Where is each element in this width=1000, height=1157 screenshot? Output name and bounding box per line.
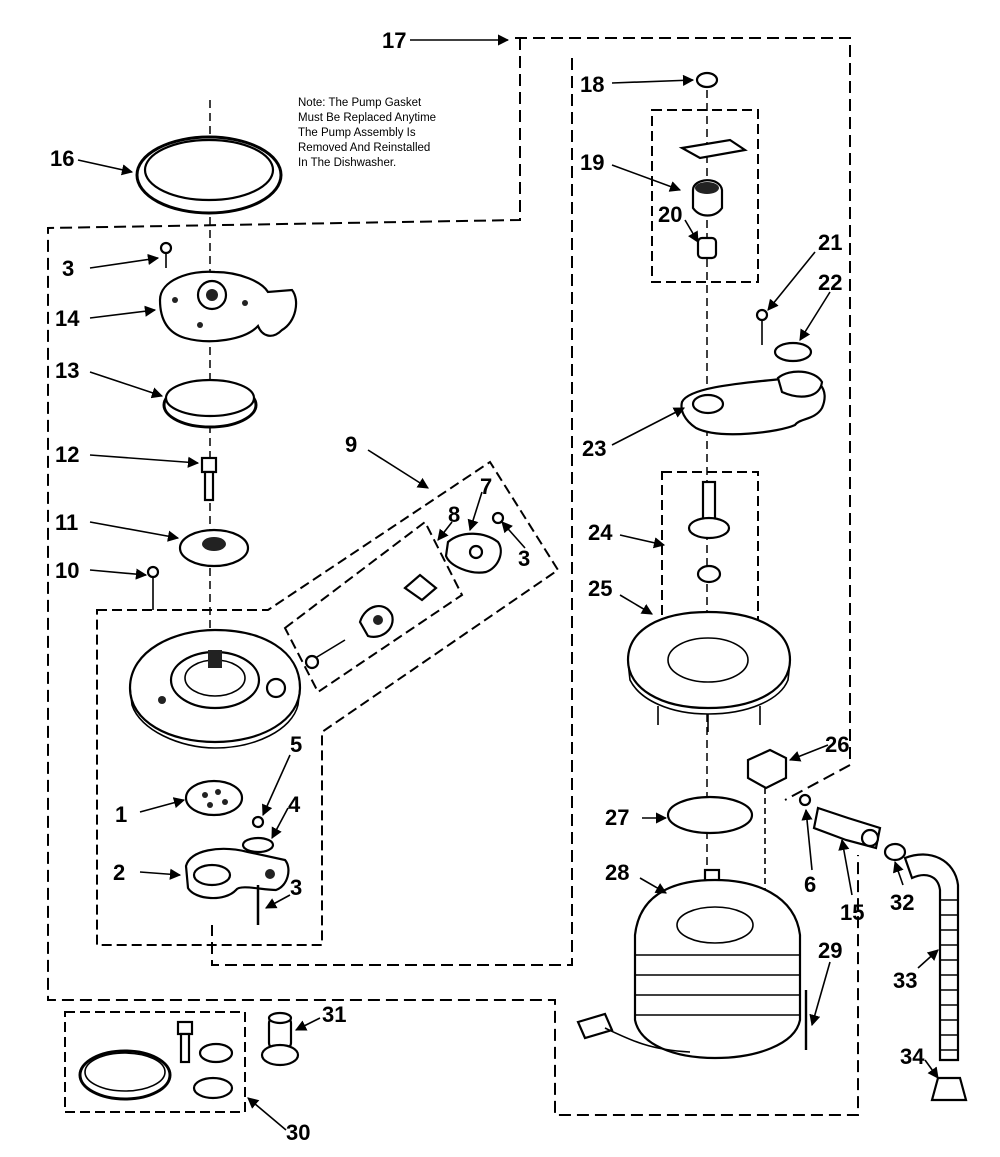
impeller-subgroup-box — [651, 109, 759, 283]
pump-gasket-ring — [135, 135, 283, 215]
part-label-14: 14 — [55, 306, 80, 331]
hose-end-cap — [930, 1076, 968, 1102]
part-label-32: 32 — [890, 890, 914, 915]
pump-gasket-note: Note: The Pump Gasket Must Be Replaced A… — [298, 97, 436, 169]
o-ring-small — [798, 793, 812, 807]
note-line: Must Be Replaced Anytime — [298, 112, 436, 124]
part-label-12: 12 — [55, 442, 79, 467]
part-label-13: 13 — [55, 358, 79, 383]
part-number-labels: 17 16 3 14 13 12 11 10 9 8 7 3 5 4 1 2 3… — [50, 28, 925, 1145]
part-label-34: 34 — [900, 1044, 925, 1069]
note-line: In The Dishwasher. — [298, 157, 396, 169]
assembly-axis-lines — [209, 90, 708, 880]
part-label-18: 18 — [580, 72, 604, 97]
part-label-22: 22 — [818, 270, 842, 295]
pump-bracket — [184, 847, 290, 900]
part-label-19: 19 — [580, 150, 604, 175]
o-ring — [241, 836, 275, 854]
wash-impeller — [178, 528, 250, 568]
part-label-24: 24 — [588, 520, 613, 545]
note-line: Note: The Pump Gasket — [298, 97, 422, 109]
part-label-16: 16 — [50, 146, 74, 171]
shaft-seal-assembly — [687, 480, 731, 584]
part-label-33: 33 — [893, 968, 917, 993]
drain-fitting — [260, 1011, 300, 1067]
part-label-29: 29 — [818, 938, 842, 963]
part-label-10: 10 — [55, 558, 79, 583]
pump-plate — [680, 370, 826, 436]
part-label-6: 6 — [804, 872, 816, 897]
motor-mount — [626, 610, 792, 732]
part-label-1: 1 — [115, 802, 127, 827]
part-label-11: 11 — [55, 510, 78, 535]
part-label-25: 25 — [588, 576, 612, 601]
part-label-3: 3 — [518, 546, 530, 571]
wire-clip — [746, 748, 788, 900]
chopper-ring — [162, 378, 258, 429]
check-ball — [251, 815, 265, 829]
leader-lines — [77, 34, 939, 1131]
part-label-3: 3 — [290, 875, 302, 900]
impeller-seal — [696, 236, 718, 260]
hose-clamp — [883, 842, 907, 862]
part-label-28: 28 — [605, 860, 629, 885]
drain-hose — [903, 853, 960, 1062]
note-line: Removed And Reinstalled — [298, 142, 430, 154]
impeller-bolt — [200, 456, 218, 502]
part-label-4: 4 — [288, 792, 301, 817]
screw-icon — [755, 308, 769, 345]
part-label-15: 15 — [840, 900, 864, 925]
note-line: The Pump Assembly Is — [298, 127, 416, 139]
part-label-21: 21 — [818, 230, 842, 255]
part-label-5: 5 — [290, 732, 302, 757]
part-label-9: 9 — [345, 432, 357, 457]
screw-icon — [159, 241, 173, 268]
pump-cover-plate — [158, 270, 298, 343]
part-label-8: 8 — [448, 502, 460, 527]
gasket-kit-box — [64, 1011, 246, 1113]
pump-housing — [128, 628, 302, 749]
pump-motor — [576, 868, 802, 1060]
part-label-2: 2 — [113, 860, 125, 885]
part-label-26: 26 — [825, 732, 849, 757]
part-label-27: 27 — [605, 805, 629, 830]
drain-impeller — [678, 138, 748, 217]
part-label-31: 31 — [322, 1002, 346, 1027]
strainer-filter — [184, 779, 244, 817]
part-label-17: 17 — [382, 28, 406, 53]
valve-subgroup-box — [283, 520, 464, 694]
retaining-nut — [695, 71, 719, 89]
part-label-20: 20 — [658, 202, 682, 227]
drain-valve-fitting — [812, 806, 882, 850]
o-ring — [773, 341, 813, 363]
part-label-30: 30 — [286, 1120, 310, 1145]
gasket-kit-items — [78, 1020, 234, 1101]
check-valve-parts — [304, 511, 505, 670]
part-label-23: 23 — [582, 436, 606, 461]
pump-housing-group-box — [96, 460, 560, 946]
screw-icon — [146, 565, 160, 610]
slinger-washer — [666, 795, 754, 835]
part-label-3: 3 — [62, 256, 74, 281]
part-label-7: 7 — [480, 474, 492, 499]
